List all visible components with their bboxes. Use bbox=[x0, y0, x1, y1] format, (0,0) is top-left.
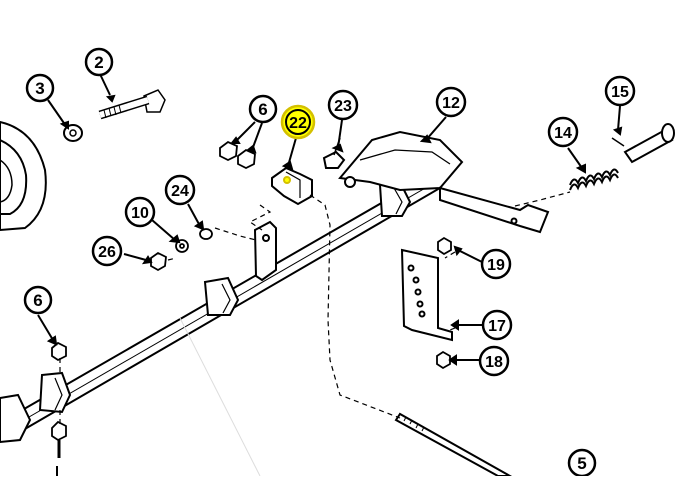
bracket-plate-17 bbox=[400, 248, 453, 342]
spring-14 bbox=[569, 168, 619, 191]
lever-arm-12 bbox=[338, 130, 550, 234]
svg-text:2: 2 bbox=[94, 53, 103, 72]
callout-12: 12 bbox=[435, 86, 467, 118]
callout-17: 17 bbox=[481, 309, 513, 341]
callout-6-lower: 6 bbox=[23, 285, 53, 315]
pin-15 bbox=[611, 123, 675, 164]
callout-2: 2 bbox=[84, 47, 114, 77]
svg-text:6: 6 bbox=[258, 100, 267, 119]
shaft-clamp-mid bbox=[203, 276, 240, 316]
nut-24 bbox=[199, 228, 213, 240]
callout-15: 15 bbox=[604, 75, 636, 107]
callout-3: 3 bbox=[25, 73, 55, 103]
svg-text:14: 14 bbox=[554, 125, 572, 142]
bolt-bottom bbox=[51, 420, 67, 476]
svg-text:17: 17 bbox=[488, 318, 506, 335]
callout-26: 26 bbox=[91, 235, 123, 267]
rod-5 bbox=[394, 412, 514, 477]
assembly-lines bbox=[59, 191, 571, 424]
callout-18: 18 bbox=[478, 345, 510, 377]
svg-text:10: 10 bbox=[131, 205, 149, 222]
callout-10: 10 bbox=[124, 196, 156, 228]
shaft-clamp-left bbox=[38, 371, 72, 414]
callout-5: 5 bbox=[567, 448, 597, 478]
shaft-tab-plate bbox=[253, 220, 277, 282]
bolt-2 bbox=[98, 89, 166, 120]
bolt-23 bbox=[322, 137, 346, 169]
svg-text:12: 12 bbox=[442, 95, 460, 112]
leader-lines bbox=[37, 73, 623, 366]
nut-19 bbox=[437, 236, 452, 256]
svg-text:22: 22 bbox=[289, 115, 307, 132]
bolt-18 bbox=[436, 350, 451, 370]
svg-text:23: 23 bbox=[334, 98, 352, 115]
svg-text:3: 3 bbox=[35, 79, 44, 98]
svg-text:26: 26 bbox=[98, 244, 116, 261]
svg-text:19: 19 bbox=[487, 257, 505, 274]
faint-guide-line bbox=[179, 317, 261, 477]
svg-text:5: 5 bbox=[577, 454, 586, 473]
svg-text:24: 24 bbox=[171, 183, 189, 200]
callout-24: 24 bbox=[164, 174, 196, 206]
svg-text:6: 6 bbox=[33, 291, 42, 310]
wheel bbox=[0, 120, 47, 232]
nut-6-lower bbox=[51, 341, 67, 362]
callout-19: 19 bbox=[480, 248, 512, 280]
svg-text:18: 18 bbox=[485, 354, 503, 371]
callout-14: 14 bbox=[547, 116, 579, 148]
callout-22-highlighted: 22 bbox=[280, 104, 316, 140]
svg-text:15: 15 bbox=[611, 84, 629, 101]
callout-23: 23 bbox=[327, 89, 359, 121]
callout-6-upper: 6 bbox=[248, 94, 278, 124]
nut-6-upper bbox=[219, 140, 256, 170]
bracket-22 bbox=[271, 166, 313, 206]
nut-26 bbox=[150, 251, 167, 272]
